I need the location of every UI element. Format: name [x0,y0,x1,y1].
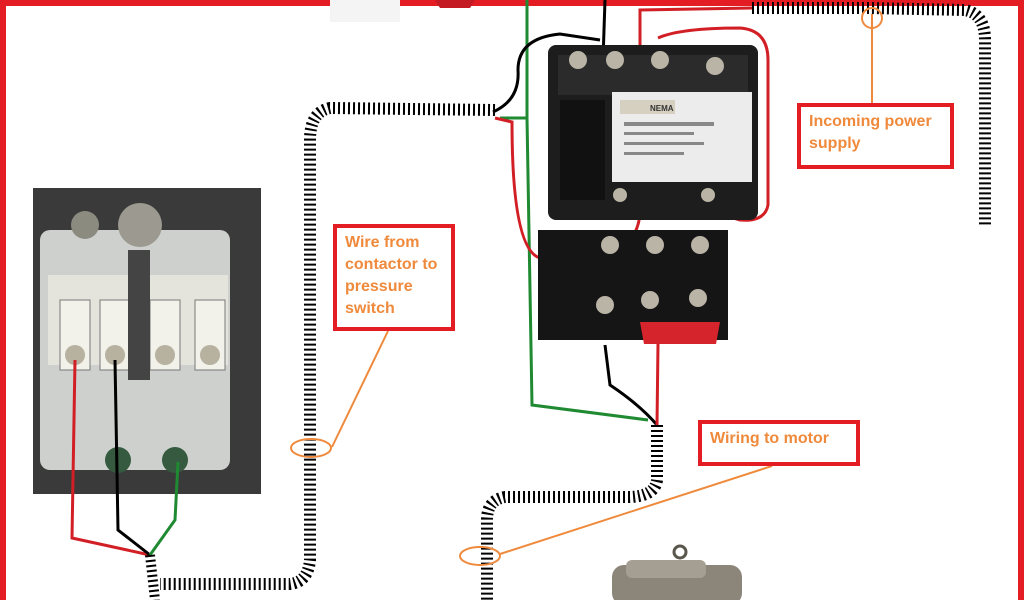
contactor-nameplate: NEMA [650,104,674,113]
callout-leaders [290,7,883,566]
contactor-to-switch-label: Wire from contactor to pressure switch [333,224,455,331]
wiring-to-motor-text: Wiring to motor [710,430,829,447]
wiring-to-motor-label: Wiring to motor [698,420,860,466]
switch-wire-black [113,359,151,557]
contactor-coil-wire [492,32,601,114]
power-supply-wire [752,2,991,225]
magnetic-contactor: NEMA [538,45,758,344]
switch-wire-red [70,359,151,557]
motor-wire [481,425,663,600]
ground-wire-green [500,0,649,422]
incoming-power-text: Incoming power supply [809,113,932,152]
contactor-load-wire-black [603,344,659,426]
incoming-power-label: Incoming power supply [797,103,954,169]
electric-motor [612,544,742,600]
pressure-switch [33,188,261,494]
contactor-to-switch-wire [160,101,496,590]
contactor-to-switch-text: Wire from contactor to pressure switch [345,234,438,317]
switch-cable [145,554,160,600]
red-wire-top [638,6,753,55]
contactor-load-wire-red [655,343,660,426]
switch-wire-green [148,461,180,556]
partial-component-top [330,0,475,22]
